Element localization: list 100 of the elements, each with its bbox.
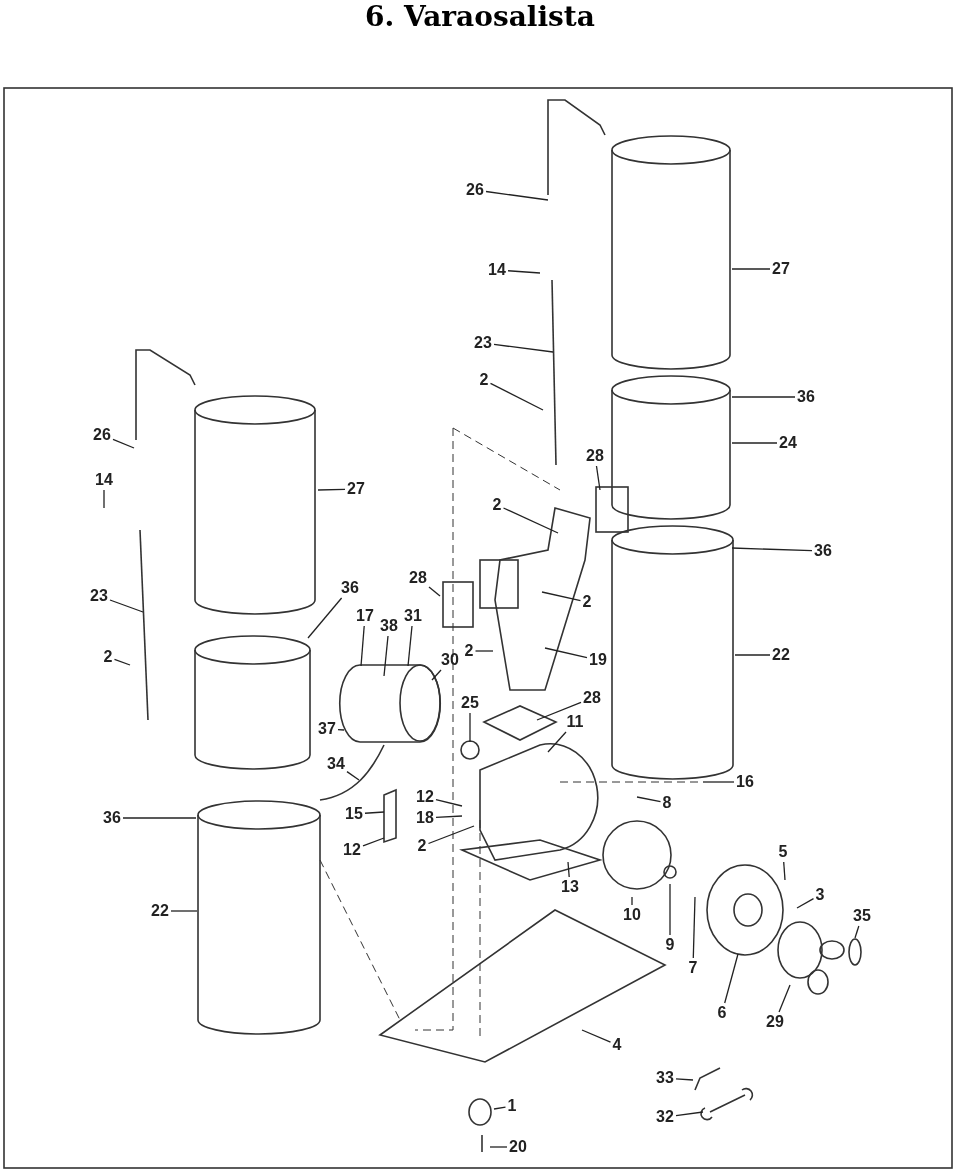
callout-number: 23 <box>89 587 109 605</box>
callout-number: 28 <box>585 447 605 465</box>
leader-line <box>636 796 662 803</box>
callout-number: 7 <box>687 959 699 977</box>
callout-number: 32 <box>655 1108 675 1126</box>
callout-number: 30 <box>440 651 460 669</box>
callout-number: 3 <box>814 886 826 904</box>
callout-number: 16 <box>735 773 755 791</box>
callout-number: 18 <box>415 809 435 827</box>
callout-number: 36 <box>813 542 833 560</box>
callout-number: 24 <box>778 434 798 452</box>
callout-number: 11 <box>565 713 585 731</box>
leader-line <box>581 1029 612 1043</box>
leader-line <box>428 586 441 597</box>
leader-line <box>170 910 198 912</box>
callout-number: 23 <box>473 334 493 352</box>
callout-number: 31 <box>403 607 423 625</box>
leader-line <box>485 190 549 201</box>
leader-line <box>364 811 385 814</box>
callout-number: 10 <box>622 906 642 924</box>
leader-line <box>435 799 463 807</box>
leader-line <box>474 650 494 652</box>
callout-number: 33 <box>655 1069 675 1087</box>
callout-number: 13 <box>560 878 580 896</box>
callout-number: 15 <box>344 805 364 823</box>
callout-number: 36 <box>340 579 360 597</box>
leader-line <box>567 861 570 878</box>
callout-number: 28 <box>582 689 602 707</box>
leader-line <box>783 861 786 881</box>
callout-number: 25 <box>460 694 480 712</box>
callout-number: 26 <box>465 181 485 199</box>
leader-line <box>435 815 463 819</box>
callout-number: 2 <box>581 593 593 611</box>
callout-number: 35 <box>852 907 872 925</box>
callout-number: 14 <box>487 261 507 279</box>
leader-line <box>778 984 791 1013</box>
callout-number: 1 <box>506 1097 518 1115</box>
callout-number: 34 <box>326 755 346 773</box>
callout-number: 2 <box>102 648 114 666</box>
leader-line <box>489 1146 508 1148</box>
callout-number: 6 <box>716 1004 728 1022</box>
leader-line <box>469 712 471 743</box>
callout-number: 2 <box>491 496 503 514</box>
callout-number: 12 <box>342 841 362 859</box>
callout-number: 26 <box>92 426 112 444</box>
leader-line <box>541 591 582 602</box>
leader-line <box>675 1078 694 1081</box>
leader-line <box>669 883 671 936</box>
callout-number: 22 <box>771 646 791 664</box>
leader-line <box>796 898 815 909</box>
leader-line <box>337 729 345 731</box>
leader-line <box>631 896 633 906</box>
leader-line <box>489 382 544 411</box>
leader-line <box>103 489 105 509</box>
leader-line <box>360 625 365 667</box>
callout-number: 2 <box>478 371 490 389</box>
leader-line <box>346 771 360 781</box>
leader-line <box>307 597 343 639</box>
leader-line <box>544 647 588 659</box>
callout-number: 36 <box>102 809 122 827</box>
leader-line <box>724 953 739 1004</box>
callout-number: 22 <box>150 902 170 920</box>
leader-line <box>362 837 385 847</box>
leader-line <box>493 1106 507 1110</box>
leader-line <box>109 599 144 613</box>
callout-number: 27 <box>771 260 791 278</box>
callout-number: 38 <box>379 617 399 635</box>
callout-number: 8 <box>661 794 673 812</box>
callout-number: 28 <box>408 569 428 587</box>
leader-line <box>731 442 778 444</box>
leader-line <box>427 825 475 845</box>
callout-number: 20 <box>508 1138 528 1156</box>
leader-line <box>536 701 582 721</box>
callout-number: 9 <box>664 936 676 954</box>
leader-line <box>547 731 567 753</box>
leader-line <box>112 438 135 449</box>
leader-line <box>113 658 131 666</box>
leader-line <box>675 1111 704 1117</box>
leader-line <box>702 781 735 783</box>
callout-number: 2 <box>416 837 428 855</box>
callout-number: 14 <box>94 471 114 489</box>
leader-line <box>731 547 813 552</box>
leader-line <box>731 268 771 270</box>
leader-line <box>502 507 559 534</box>
callout-number: 27 <box>346 480 366 498</box>
callout-number: 29 <box>765 1013 785 1031</box>
leader-line <box>731 396 796 398</box>
callout-number: 2 <box>463 642 475 660</box>
leader-line <box>383 635 389 677</box>
callout-number: 5 <box>777 843 789 861</box>
leader-line <box>595 465 601 491</box>
callout-number: 17 <box>355 607 375 625</box>
leader-line <box>507 270 541 274</box>
leader-line <box>734 654 771 656</box>
page-title: 6. Varaosalista <box>365 0 595 33</box>
leader-line <box>692 896 696 959</box>
callout-number: 12 <box>415 788 435 806</box>
callout-number: 19 <box>588 651 608 669</box>
leader-line <box>431 669 442 681</box>
callout-number: 37 <box>317 720 337 738</box>
